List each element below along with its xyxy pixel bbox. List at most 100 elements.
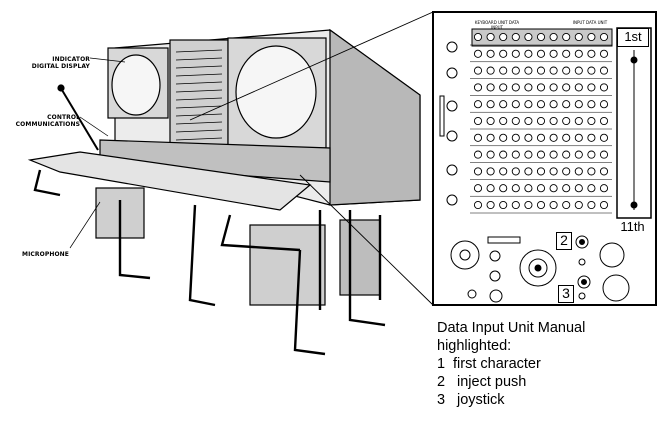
panel-key: [562, 150, 571, 159]
panel-key: [599, 167, 609, 176]
panel-key: [599, 133, 609, 142]
panel-key: [511, 133, 520, 142]
panel-key: [511, 150, 520, 159]
console-drawing: [27, 11, 434, 356]
panel-key: [536, 133, 546, 142]
panel-key: [524, 133, 533, 142]
microphone-stalk: [61, 89, 99, 151]
panel-key: [549, 49, 558, 58]
panel-key: [599, 83, 609, 92]
panel-key: [486, 100, 495, 109]
panel-key: [473, 150, 483, 159]
panel-key: [549, 133, 558, 142]
panel-key: [562, 167, 571, 176]
panel-key: [524, 167, 533, 176]
panel-key: [549, 200, 558, 210]
panel-key: [587, 150, 596, 159]
panel-key: [499, 184, 508, 193]
rotary-knob-right-top: [599, 242, 625, 268]
legend-item-number: 3: [437, 392, 446, 408]
panel-key: [549, 83, 558, 92]
panel-key: [486, 66, 495, 75]
legend-item-number: 1: [437, 356, 446, 372]
panel-key: [499, 116, 508, 126]
panel-key: [511, 184, 520, 193]
panel-key: [574, 49, 583, 58]
panel-key: [599, 32, 609, 42]
tag-joystick: 3: [558, 285, 574, 303]
panel-key: [599, 200, 609, 210]
panel-key: [473, 116, 483, 126]
panel-key: [562, 66, 571, 75]
panel-key: [473, 32, 483, 42]
panel-key: [599, 184, 609, 193]
panel-key: [574, 32, 583, 42]
center-display-lamps: [175, 49, 223, 141]
panel-key: [536, 32, 546, 42]
panel-key: [562, 83, 571, 92]
panel-key: [574, 184, 583, 193]
panel-key: [587, 100, 596, 109]
panel-side-knobs: [439, 41, 458, 206]
panel-key: [587, 133, 596, 142]
panel-key: [562, 116, 571, 126]
panel-key: [511, 32, 520, 42]
panel-key: [486, 133, 495, 142]
panel-key: [536, 49, 546, 58]
panel-key: [499, 32, 508, 42]
panel-key: [574, 100, 583, 109]
panel-key: [599, 100, 609, 109]
panel-key: [499, 66, 508, 75]
panel-key: [587, 200, 596, 210]
legend-heading-line1: Data Input Unit Manual: [437, 320, 586, 336]
panel-key: [486, 32, 495, 42]
panel-key: [562, 200, 571, 210]
panel-key: [524, 184, 533, 193]
panel-key: [574, 116, 583, 126]
panel-key: [574, 150, 583, 159]
panel-key: [511, 200, 520, 210]
panel-key: [524, 150, 533, 159]
panel-key: [536, 150, 546, 159]
zoom-lines: [189, 11, 434, 306]
panel-key: [486, 116, 495, 126]
panel-key: [536, 200, 546, 210]
panel-key: [536, 83, 546, 92]
callout-microphone: MICROPHONE: [22, 251, 69, 258]
panel-key: [486, 83, 495, 92]
rotary-knob-right-bottom: [602, 274, 630, 302]
tag-inject-push: 2: [556, 232, 572, 250]
tag-eleventh-character: 11th: [620, 219, 645, 234]
panel-key: [574, 200, 583, 210]
panel-key: [511, 83, 520, 92]
panel-key: [536, 66, 546, 75]
panel-key: [536, 184, 546, 193]
panel-key: [486, 184, 495, 193]
legend-item-number: 2: [437, 374, 446, 390]
panel-key: [511, 100, 520, 109]
panel-key: [599, 116, 609, 126]
panel-key: [499, 167, 508, 176]
panel-key: [599, 49, 609, 58]
panel-key: [536, 100, 546, 109]
panel-key: [549, 116, 558, 126]
panel-key: [524, 66, 533, 75]
callout-leaders: [69, 57, 126, 249]
panel-key: [499, 200, 508, 210]
tubular-frame: [33, 169, 386, 356]
panel-key: [587, 66, 596, 75]
panel-key: [511, 167, 520, 176]
panel-key: [473, 49, 483, 58]
callout-indicator-digital-display: INDICATOR DIGITAL DISPLAY: [31, 56, 90, 70]
panel-key: [536, 116, 546, 126]
panel-key: [599, 66, 609, 75]
panel-key: [486, 49, 495, 58]
panel-key: [524, 200, 533, 210]
panel-key: [473, 100, 483, 109]
rear-cabinet: [339, 219, 381, 296]
left-scope-screen: [111, 54, 161, 116]
